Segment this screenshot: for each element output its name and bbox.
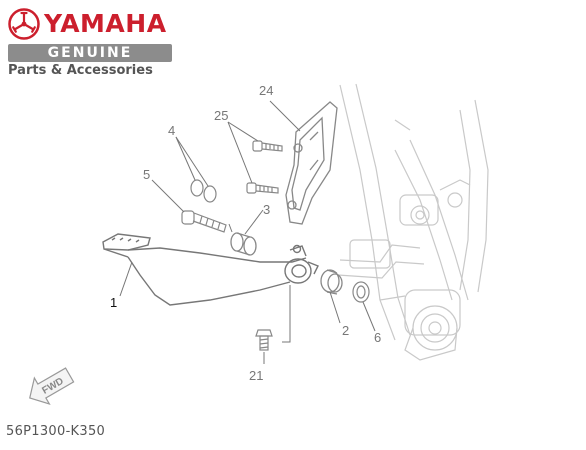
part-21-bolt xyxy=(255,329,273,351)
callout-24: 24 xyxy=(259,83,273,98)
callout-6: 6 xyxy=(374,330,381,345)
callout-25: 25 xyxy=(214,108,228,123)
part-4-o-rings xyxy=(190,179,217,203)
part-25-bolts xyxy=(246,140,283,194)
callout-21: 21 xyxy=(249,368,263,383)
genuine-banner: GENUINE xyxy=(8,44,172,62)
leader-lines xyxy=(119,100,376,364)
part-5-pivot-bolt xyxy=(181,210,227,233)
part-code: 56P1300-K350 xyxy=(6,424,106,439)
yamaha-wordmark: YAMAHA xyxy=(44,9,167,38)
callout-5: 5 xyxy=(143,167,150,182)
callout-1: 1 xyxy=(110,295,117,310)
forward-arrow-icon: FWD xyxy=(29,367,75,406)
callout-3: 3 xyxy=(263,202,270,217)
part-24-heel-guard xyxy=(285,101,338,225)
part-2-collar xyxy=(320,269,343,295)
tuning-fork-emblem-icon xyxy=(8,8,40,40)
brand-tagline: Parts & Accessories xyxy=(8,63,153,78)
part-6-washer xyxy=(352,281,370,303)
part-3-bushing xyxy=(230,232,257,256)
callout-4: 4 xyxy=(168,123,175,138)
callout-2: 2 xyxy=(342,323,349,338)
part-1-brake-pedal xyxy=(102,233,319,306)
frame-outline xyxy=(337,83,489,361)
yamaha-logo: YAMAHA GENUINE Parts & Accessories xyxy=(8,8,178,78)
